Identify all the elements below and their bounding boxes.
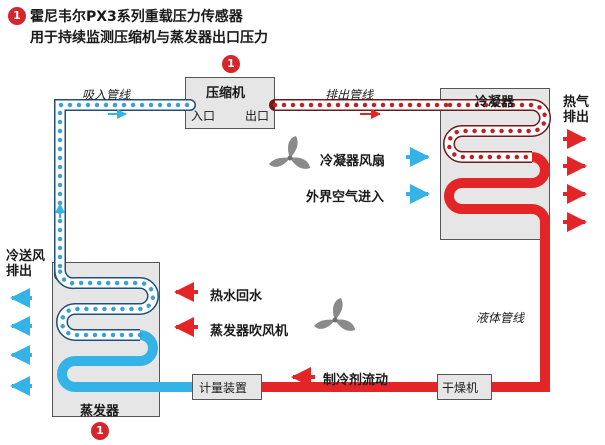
liquid-line-label: 液体管线 (476, 311, 525, 325)
evaporator-coil-liquid (57, 330, 160, 392)
metering-device-box (192, 374, 262, 400)
cold-air-out-arrows (10, 288, 32, 396)
evaporator-label: 蒸发器 (80, 404, 120, 419)
condenser-fan-label: 冷凝器风扇 (320, 154, 386, 169)
compressor-outlet-label: 出口 (245, 109, 270, 123)
evaporator-fan-icon (314, 298, 355, 331)
header-title-line2: 用于持续监测压缩机与蒸发器出口压力 (30, 30, 268, 46)
condenser-box (440, 88, 550, 240)
dryer-box (437, 374, 492, 400)
evaporator-sensor-badge: 1 (91, 422, 109, 440)
hot-water-return-label: 热水回水 (210, 289, 263, 304)
hot-air-out-arrows (563, 129, 587, 232)
suction-line-label: 吸入管线 (82, 88, 131, 102)
compressor-inlet-label: 入口 (191, 109, 216, 123)
cold-air-out-label: 冷送风 排出 (6, 249, 46, 279)
condenser-coil-liquid (444, 152, 550, 392)
refrigerant-flow-label: 制冷剂流动 (323, 373, 389, 388)
discharge-line-label: 排出管线 (325, 88, 374, 102)
condenser-fan-icon (269, 136, 310, 169)
dryer-label: 干燥机 (442, 381, 479, 395)
header-title-line1: 霍尼韦尔PX3系列重载压力传感器 (30, 9, 243, 25)
metering-device-label: 计量装置 (199, 381, 248, 395)
compressor-label: 压缩机 (206, 86, 246, 101)
suction-line-pipe (54, 99, 196, 281)
outside-air-in-label: 外界空气进入 (306, 190, 385, 205)
compressor-box (185, 77, 275, 129)
hot-air-out-label: 热气 排出 (563, 95, 590, 125)
condenser-label: 冷凝器 (475, 95, 515, 110)
compressor-sensor-badge: 1 (222, 55, 240, 73)
sensor-badge-header: 1 (8, 7, 26, 25)
evaporator-fan-label: 蒸发器吹风机 (210, 324, 289, 339)
